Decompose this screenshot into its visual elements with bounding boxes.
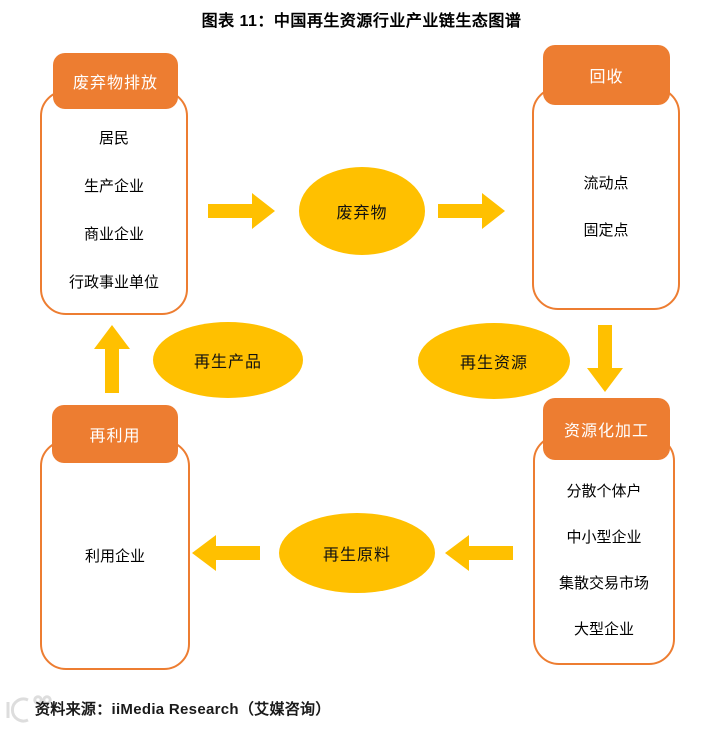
list-item: 居民	[98, 130, 129, 148]
processing-box: 分散个体户 中小型企业 集散交易市场 大型企业	[533, 435, 675, 665]
arrow-right-icon	[208, 193, 275, 229]
list-item: 行政事业单位	[68, 273, 159, 291]
list-item: 中小型企业	[566, 528, 642, 546]
recycled-materials-ellipse: 再生原料	[279, 513, 435, 593]
waste-discharge-box: 居民 生产企业 商业企业 行政事业单位	[40, 90, 188, 315]
arrow-left-icon	[445, 535, 513, 571]
arrow-left-icon	[192, 535, 260, 571]
processing-header: 资源化加工	[543, 398, 670, 460]
arrow-right-icon	[438, 193, 505, 229]
watermark-logo	[6, 695, 52, 723]
list-item: 流动点	[583, 174, 629, 192]
list-item: 大型企业	[573, 620, 634, 638]
figure-title: 图表 11：中国再生资源行业产业链生态图谱	[201, 13, 522, 30]
list-item: 集散交易市场	[558, 574, 649, 592]
arrow-down-icon	[587, 325, 623, 392]
waste-discharge-header: 废弃物排放	[53, 53, 178, 109]
list-item: 商业企业	[83, 225, 144, 243]
waste-ellipse: 废弃物	[299, 167, 425, 255]
arrow-up-icon	[94, 325, 130, 393]
recycled-resources-ellipse: 再生资源	[418, 323, 570, 399]
recycled-products-ellipse: 再生产品	[153, 322, 303, 398]
list-item: 固定点	[583, 221, 629, 239]
list-item: 生产企业	[83, 178, 144, 196]
reuse-header: 再利用	[52, 405, 178, 463]
recycling-header: 回收	[543, 45, 670, 105]
recycling-box: 流动点 固定点	[532, 87, 680, 310]
source-note: 资料来源：iiMedia Research（艾媒咨询）	[35, 701, 331, 718]
list-item: 利用企业	[84, 547, 145, 565]
reuse-box: 利用企业	[40, 440, 190, 670]
list-item: 分散个体户	[566, 482, 642, 500]
